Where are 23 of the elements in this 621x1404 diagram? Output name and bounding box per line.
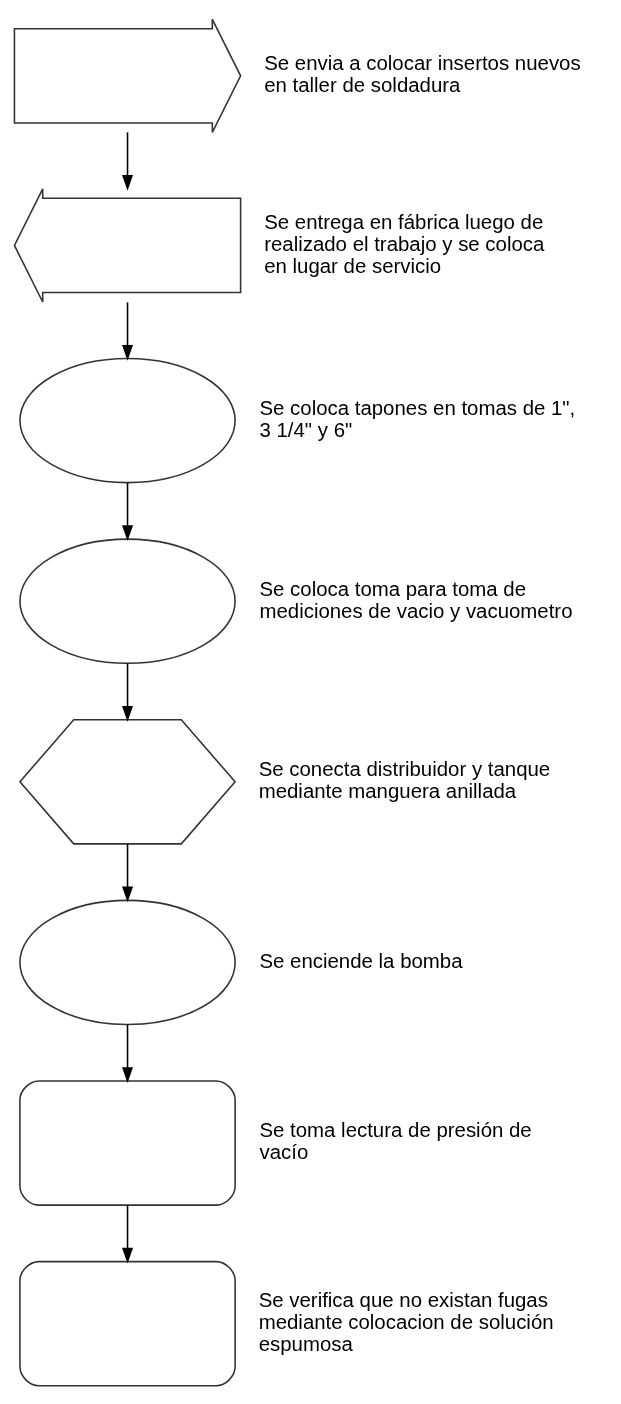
- arrow: [122, 1023, 134, 1083]
- node-label: Se enciende la bomba: [259, 949, 463, 972]
- node-box: [19, 1079, 236, 1206]
- node-right-arrow: [13, 18, 242, 133]
- node-label: Se entrega en fábrica luego de realizado el trabajo y se coloca en lugar de servicio: [264, 210, 545, 277]
- arrow: [122, 842, 134, 902]
- arrow: [122, 481, 134, 541]
- node-left-arrow: [13, 187, 242, 303]
- node-label: Se verifica que no existan fugas mediante colocacion de solución espumosa: [258, 1288, 554, 1355]
- arrow: [122, 662, 134, 722]
- node-hexagon: [18, 718, 237, 845]
- node-label: Se coloca tapones en tomas de 1", 3 1/4" y 6": [259, 396, 576, 441]
- arrow: [122, 1203, 134, 1264]
- node-ellipse: [19, 899, 236, 1025]
- node-label: Se conecta distribuidor y tanque mediante manguera anillada: [258, 757, 551, 802]
- node-ellipse: [19, 537, 236, 664]
- arrow: [122, 301, 134, 361]
- node-box: [19, 1260, 236, 1386]
- node-label: Se envia a colocar insertos nuevos en taller de soldadura: [264, 51, 581, 96]
- node-label: Se toma lectura de presión de vacío: [259, 1118, 532, 1163]
- node-ellipse: [19, 357, 236, 483]
- arrow: [122, 131, 134, 191]
- node-label: Se coloca toma para toma de mediciones de vacio y vacuometro: [259, 577, 573, 622]
